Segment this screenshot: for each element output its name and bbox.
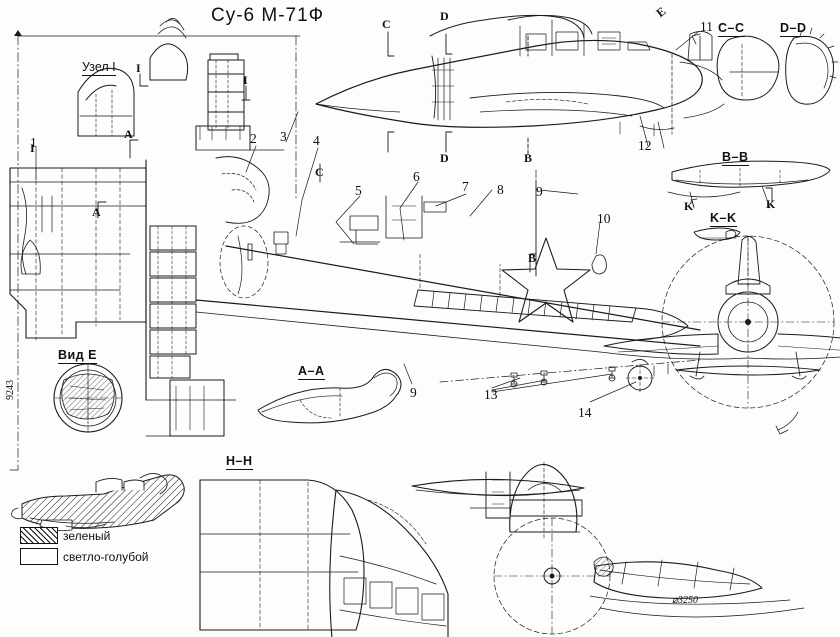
callout-11: 11 <box>700 19 713 34</box>
legend-swatch-green <box>20 527 58 544</box>
callout-8: 8 <box>497 182 504 197</box>
node-1-label: Узел I <box>82 60 116 76</box>
marker-a-upper: A <box>124 127 133 141</box>
marker-b-wing: B <box>528 251 537 265</box>
section-cc-label: C–C <box>718 21 745 37</box>
marker-i-left: I <box>30 141 35 155</box>
marker-i-lower: I <box>243 73 248 87</box>
marker-a-lower: A <box>92 205 101 219</box>
marker-k-right: K <box>766 197 776 211</box>
section-aa-label: A–A <box>298 364 325 380</box>
callout-9b: 9 <box>410 385 417 400</box>
legend-label-lightblue: светло-голубой <box>63 550 149 564</box>
legend-label-green: зеленый <box>63 529 111 543</box>
callout-3: 3 <box>280 129 287 144</box>
marker-b-top: B <box>524 151 533 165</box>
callout-1: 1 <box>30 135 37 150</box>
callout-9: 9 <box>536 184 543 199</box>
marker-k-left: K <box>684 199 694 213</box>
view-e-label: Вид Е <box>58 348 97 364</box>
callout-14: 14 <box>578 405 592 420</box>
callout-13: 13 <box>484 387 498 402</box>
callout-5: 5 <box>355 183 362 198</box>
callout-2: 2 <box>250 131 257 146</box>
callout-6: 6 <box>413 169 420 184</box>
callout-7: 7 <box>462 179 469 194</box>
page-title: Су-6 М-71Ф <box>211 5 325 26</box>
sheet-left-dimension: 9243 <box>5 380 16 400</box>
section-kk-label: K–K <box>710 211 737 227</box>
section-dd-label: D–D <box>780 21 807 37</box>
marker-c-mid: C <box>315 165 324 179</box>
section-bb-label: B–B <box>722 150 749 166</box>
marker-c-top: C <box>382 17 391 31</box>
callout-4: 4 <box>313 133 320 148</box>
legend-swatch-lightblue <box>20 548 58 565</box>
prop-diameter-dim: ⌀3250 <box>672 595 699 606</box>
callout-12: 12 <box>638 138 652 153</box>
marker-d-top: D <box>440 9 449 23</box>
marker-d-mid: D <box>440 151 449 165</box>
callout-10: 10 <box>597 211 611 226</box>
section-hh-label: H–H <box>226 454 253 470</box>
marker-i-node: I <box>136 61 141 75</box>
